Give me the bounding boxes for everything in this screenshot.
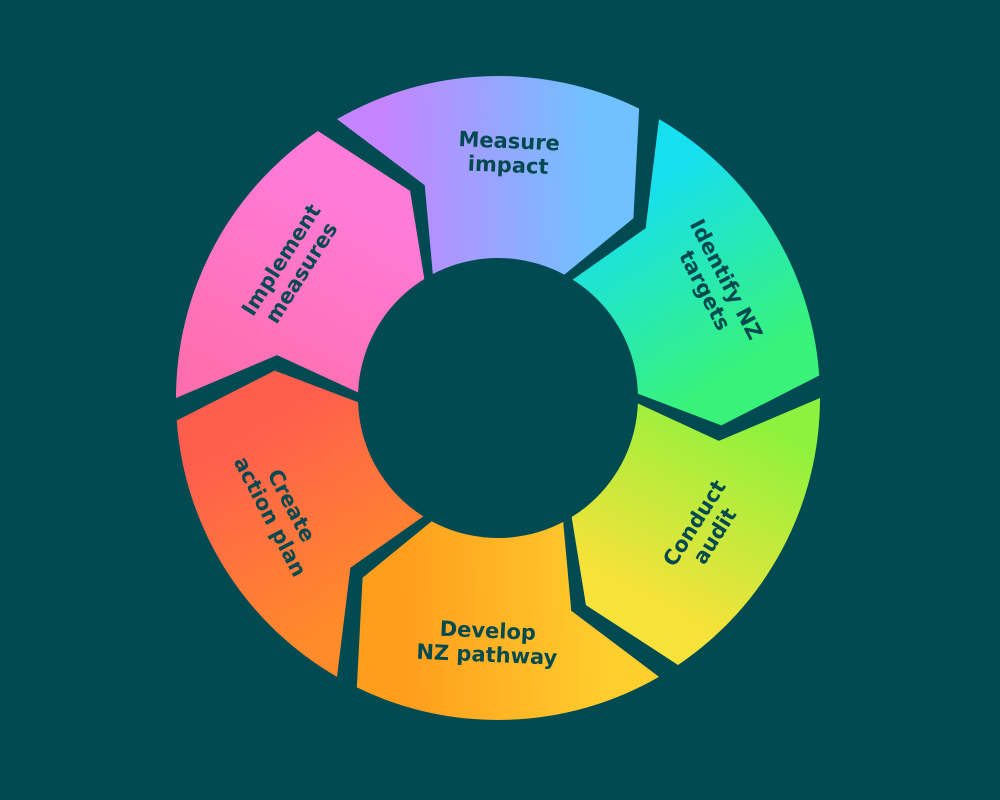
segment-label-line: Develop	[439, 617, 536, 645]
segment-label-line: impact	[467, 151, 549, 179]
cycle-segment-5	[176, 131, 427, 398]
cycle-segment-2	[569, 398, 820, 665]
center-hole	[358, 258, 638, 538]
cycle-segment-3	[356, 508, 659, 720]
cycle-segment-6	[337, 76, 640, 288]
segment-label-6: Measureimpact	[457, 127, 560, 179]
segment-label-line: Measure	[458, 127, 560, 155]
